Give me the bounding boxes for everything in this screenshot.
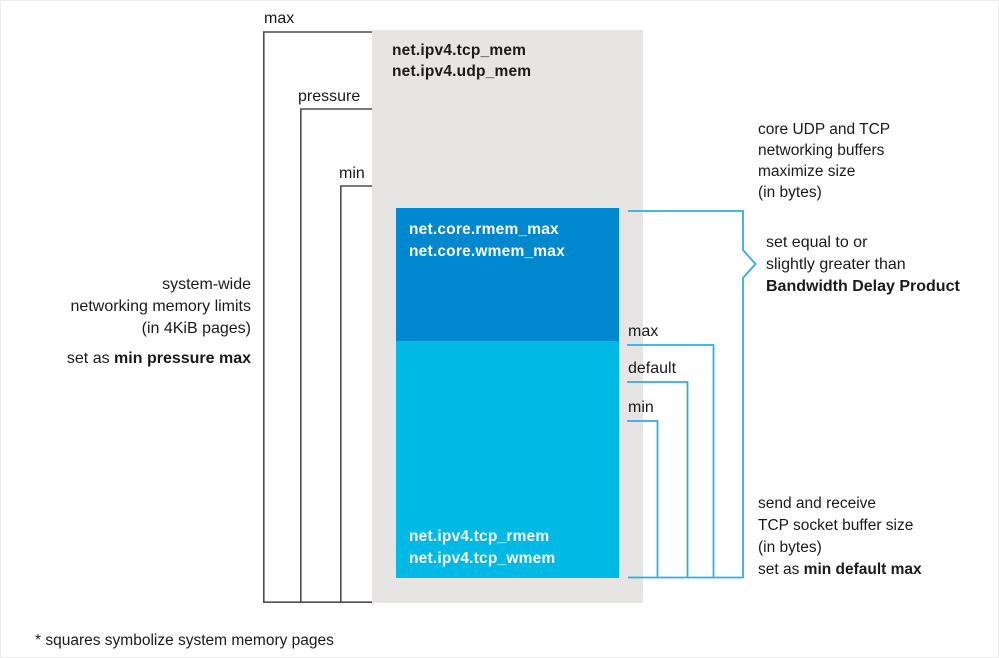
left-min-label: min: [339, 165, 365, 182]
tcp-mem-sysctl-label: net.ipv4.tcp_mem: [392, 42, 527, 59]
bandwidth-delay-product-note: set equal to or slightly greater than Ba…: [766, 232, 960, 298]
system-wide-note: system-wide networking memory limits (in…: [1, 274, 251, 370]
core-wmem-max-label: net.core.wmem_max: [409, 242, 565, 260]
bdp-brace-line: [628, 210, 757, 579]
core-rmem-max-label: net.core.rmem_max: [409, 221, 559, 238]
set-as-prefix: set as: [758, 561, 804, 578]
note-line: networking buffers: [758, 142, 885, 159]
set-as-prefix: set as: [66, 350, 115, 367]
right-min-label: min: [628, 399, 654, 416]
right-default-label: default: [628, 360, 677, 377]
tcp-rmem-label: net.ipv4.tcp_rmem: [409, 528, 550, 545]
note-line: TCP socket buffer size: [758, 517, 914, 534]
tcp-socket-buffer-box: net.ipv4.tcp_rmem net.ipv4.tcp_wmem: [396, 341, 619, 578]
left-pressure-label: pressure: [298, 88, 361, 105]
set-as-line: set as min pressure max: [1, 348, 251, 370]
udp-mem-sysctl-label: net.ipv4.udp_mem: [392, 63, 532, 80]
tcp-wmem-label: net.ipv4.tcp_wmem: [409, 549, 556, 567]
bdp-bold-line: Bandwidth Delay Product: [766, 278, 960, 295]
tcp-socket-buffer-note: send and receive TCP socket buffer size …: [758, 493, 922, 581]
right-max-label: max: [628, 323, 659, 340]
left-min-bracket-line: [340, 185, 372, 603]
set-as-values: min pressure max: [114, 350, 251, 367]
core-buffer-max-box: net.core.rmem_max net.core.wmem_max: [396, 208, 619, 341]
note-line: (in 4KiB pages): [141, 320, 251, 337]
note-line: send and receive: [758, 495, 877, 512]
tcp-buffer-box-labels: net.ipv4.tcp_rmem net.ipv4.tcp_wmem: [409, 526, 555, 569]
note-line: slightly greater than: [766, 256, 906, 273]
core-buffers-note: core UDP and TCP networking buffers maxi…: [758, 119, 890, 203]
note-line: networking memory limits: [70, 298, 251, 315]
set-as-line: set as min default max: [758, 559, 922, 581]
footnote: * squares symbolize system memory pages: [35, 632, 334, 649]
note-line: set equal to or: [766, 234, 868, 251]
set-as-values: min default max: [803, 561, 922, 578]
note-line: system-wide: [162, 276, 251, 293]
system-wide-limits-title: net.ipv4.tcp_mem net.ipv4.udp_mem: [392, 40, 531, 82]
core-buffer-box-labels: net.core.rmem_max net.core.wmem_max: [409, 219, 565, 262]
note-line: core UDP and TCP: [758, 121, 891, 138]
note-line: maximize size: [758, 163, 856, 180]
left-max-label: max: [264, 10, 295, 27]
note-line: (in bytes): [758, 539, 822, 556]
left-max-bracket-line: [263, 31, 372, 603]
note-line: (in bytes): [758, 184, 822, 201]
